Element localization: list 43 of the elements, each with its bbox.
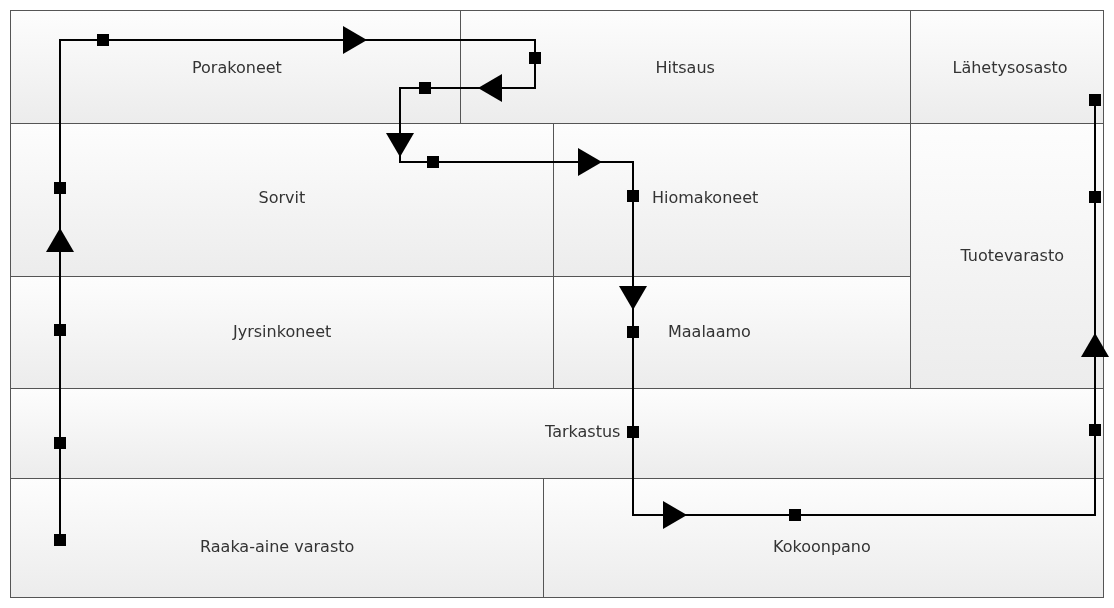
square-marker <box>627 190 639 202</box>
flow-arrow <box>108 26 536 54</box>
square-marker <box>789 509 801 521</box>
room-label: Hiomakoneet <box>652 188 759 208</box>
square-marker <box>1089 191 1101 203</box>
room-area <box>10 478 544 598</box>
room-label: Jyrsinkoneet <box>233 322 332 342</box>
flow-arrow <box>438 148 634 191</box>
square-marker <box>54 534 66 546</box>
square-marker <box>1089 424 1101 436</box>
room-label: Hitsaus <box>655 58 715 78</box>
room-label: Sorvit <box>258 188 306 208</box>
square-marker <box>54 437 66 449</box>
square-marker <box>627 326 639 338</box>
square-marker <box>419 82 431 94</box>
flow-arrow <box>619 201 647 327</box>
room-area <box>910 123 1104 389</box>
room-area <box>460 10 911 124</box>
room-label: Porakoneet <box>192 58 282 78</box>
square-marker <box>627 426 639 438</box>
room-area <box>10 388 1104 479</box>
flow-arrow <box>430 63 536 102</box>
room-area <box>910 10 1104 124</box>
square-marker <box>1089 94 1101 106</box>
flow-arrow <box>1081 202 1109 425</box>
room-label: Kokoonpano <box>773 537 871 557</box>
room-label: Lähetysosasto <box>952 58 1068 78</box>
room-label: Tuotevarasto <box>960 246 1064 266</box>
flow-arrow <box>386 87 428 163</box>
room-label: Maalaamo <box>668 322 751 342</box>
room-area <box>10 10 461 124</box>
square-marker <box>54 182 66 194</box>
room-label: Tarkastus <box>545 422 621 442</box>
square-marker <box>529 52 541 64</box>
square-marker <box>97 34 109 46</box>
room-area <box>10 276 554 389</box>
square-marker <box>427 156 439 168</box>
room-area <box>10 123 554 277</box>
flow-arrow <box>46 193 74 325</box>
square-marker <box>54 324 66 336</box>
flow-arrow <box>632 437 790 529</box>
room-label: Raaka-aine varasto <box>200 537 355 557</box>
room-area <box>543 478 1104 598</box>
